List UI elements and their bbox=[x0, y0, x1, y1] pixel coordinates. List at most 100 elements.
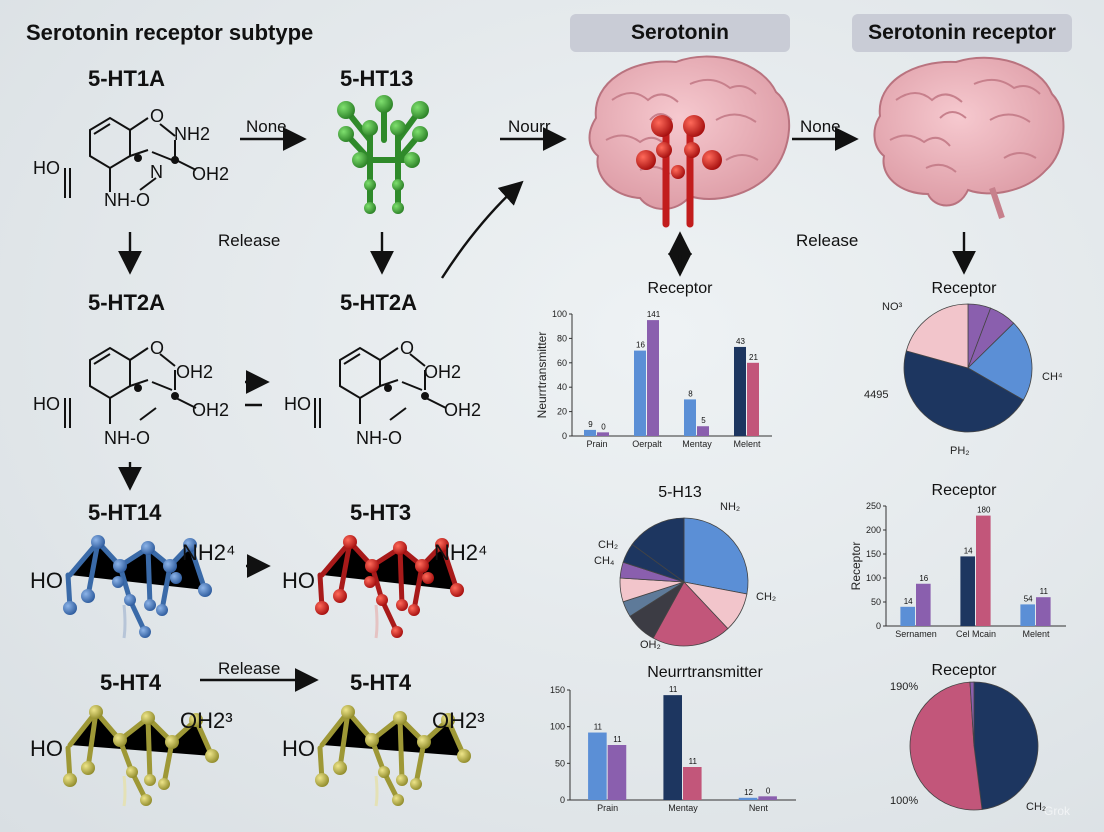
pie-label: 190% bbox=[890, 681, 918, 693]
blue-molecule-5ht14 bbox=[63, 535, 212, 639]
data-label: 8 bbox=[688, 389, 693, 398]
data-label: 11 bbox=[613, 735, 622, 744]
bar bbox=[758, 796, 777, 800]
pie-label: NH₂ bbox=[720, 501, 740, 513]
data-label: 180 bbox=[977, 506, 991, 515]
arrow-label-release-2: Release bbox=[796, 231, 859, 250]
data-label: 16 bbox=[636, 341, 645, 350]
bar bbox=[1036, 597, 1051, 626]
y-tick-label: 50 bbox=[871, 597, 881, 607]
pie-slice bbox=[969, 681, 975, 747]
pie-label: CH₂ bbox=[756, 591, 776, 603]
y-axis-label: Receptor bbox=[849, 542, 863, 591]
chem-label-ho-2a-left: HO bbox=[33, 394, 60, 414]
pie-label: 4495 bbox=[864, 389, 888, 401]
red-molecule-5ht3 bbox=[315, 535, 464, 639]
data-label: 11 bbox=[1040, 587, 1049, 596]
subtype-label-14: 5-HT14 bbox=[88, 500, 162, 525]
x-tick-label: Melent bbox=[733, 439, 761, 449]
data-label: 14 bbox=[904, 597, 913, 606]
chem-label-ho-14: HO bbox=[30, 568, 63, 593]
bar bbox=[584, 429, 596, 436]
subtype-label-4-left: 5-HT4 bbox=[100, 670, 162, 695]
data-label: 9 bbox=[588, 420, 593, 429]
pie-label: 100% bbox=[890, 795, 918, 807]
chart-2-title: Receptor bbox=[931, 280, 997, 297]
y-tick-label: 0 bbox=[562, 431, 567, 441]
bar bbox=[663, 695, 682, 800]
data-label: 54 bbox=[1024, 594, 1033, 603]
data-label: 11 bbox=[669, 685, 678, 694]
arrow-label-none-1: None bbox=[246, 117, 287, 136]
chart-5-title: Neurrtransmitter bbox=[647, 664, 763, 681]
subtype-label-2a-right: 5-HT2A bbox=[340, 290, 418, 315]
bar bbox=[738, 797, 758, 800]
serotonin-header: Serotonin bbox=[570, 14, 790, 52]
y-tick-label: 80 bbox=[557, 333, 567, 343]
flow-arrows bbox=[118, 127, 976, 692]
pie-slice bbox=[652, 581, 729, 647]
chem-label-o-2a-left: O bbox=[150, 338, 165, 358]
bar bbox=[607, 745, 627, 800]
y-tick-label: 100 bbox=[552, 309, 567, 319]
subtype-label-1a: 5-HT1A bbox=[88, 66, 166, 91]
data-label: 0 bbox=[601, 422, 606, 431]
subtype-label-2a-left: 5-HT2A bbox=[88, 290, 166, 315]
bar bbox=[697, 426, 709, 436]
chem-label-ho-4-right: HO bbox=[282, 736, 315, 761]
y-tick-label: 60 bbox=[557, 358, 567, 368]
data-label: 11 bbox=[594, 723, 603, 732]
chem-structure-2a-right bbox=[314, 346, 447, 428]
chem-structure-2a-left bbox=[64, 346, 197, 428]
arrow-label-release-3: Release bbox=[218, 659, 281, 678]
x-tick-label: Melent bbox=[1022, 629, 1050, 639]
chem-label-oh2-4-right: OH2³ bbox=[432, 708, 485, 733]
y-tick-label: 200 bbox=[866, 525, 881, 535]
yellow-molecule-5ht4-left bbox=[63, 705, 219, 807]
data-label: 5 bbox=[701, 416, 706, 425]
x-tick-label: Oerpalt bbox=[632, 439, 662, 449]
chem-label-nho-2a-left: NH-O bbox=[104, 428, 150, 448]
x-tick-label: Cel Mcain bbox=[956, 629, 996, 639]
chem-structure-1a bbox=[64, 116, 197, 198]
bar bbox=[734, 346, 746, 436]
bar bbox=[647, 320, 659, 436]
bar bbox=[976, 515, 991, 626]
chart-6-title: Receptor bbox=[931, 662, 997, 679]
x-tick-label: Mentay bbox=[682, 439, 712, 449]
x-tick-label: Mentay bbox=[668, 803, 698, 813]
chem-label-o-1a: O bbox=[150, 106, 165, 126]
arrow-label-nourr: Nourr bbox=[508, 117, 551, 136]
subtype-label-13: 5-HT13 bbox=[340, 66, 414, 91]
pie-slice bbox=[683, 517, 749, 595]
pie-slice bbox=[967, 322, 1033, 401]
chem-label-nho-2a-right: NH-O bbox=[356, 428, 402, 448]
pie-chart-3: 190%100%CH₂ bbox=[890, 681, 1046, 813]
watermark: Grok bbox=[1044, 804, 1071, 818]
y-tick-label: 0 bbox=[560, 795, 565, 805]
pie-label: CH₂ bbox=[598, 539, 618, 551]
chem-label-oh2-4-left: OH2³ bbox=[180, 708, 233, 733]
x-tick-label: Prain bbox=[597, 803, 618, 813]
pie-label: OH₂ bbox=[640, 639, 661, 651]
data-label: 16 bbox=[919, 574, 928, 583]
serotonin-receptor-header: Serotonin receptor bbox=[852, 14, 1072, 52]
chart-3-title: 5-H13 bbox=[658, 484, 702, 501]
chem-label-nh2-3: NH2⁴ bbox=[434, 540, 488, 565]
pie-slice bbox=[973, 681, 1039, 810]
pie-label: CH₄ bbox=[594, 555, 615, 567]
x-tick-label: Nent bbox=[749, 803, 769, 813]
bar bbox=[960, 556, 975, 626]
bar bbox=[1020, 604, 1035, 626]
arrow-label-none-2: None bbox=[800, 117, 841, 136]
y-axis-label: Neurrtransmitter bbox=[535, 332, 549, 419]
pie-slice bbox=[909, 681, 983, 811]
chem-label-oh2-2a-right: OH2 bbox=[444, 400, 482, 420]
bar bbox=[747, 362, 759, 436]
bar bbox=[634, 350, 646, 436]
bar bbox=[916, 583, 931, 626]
subtype-label-3: 5-HT3 bbox=[350, 500, 412, 525]
